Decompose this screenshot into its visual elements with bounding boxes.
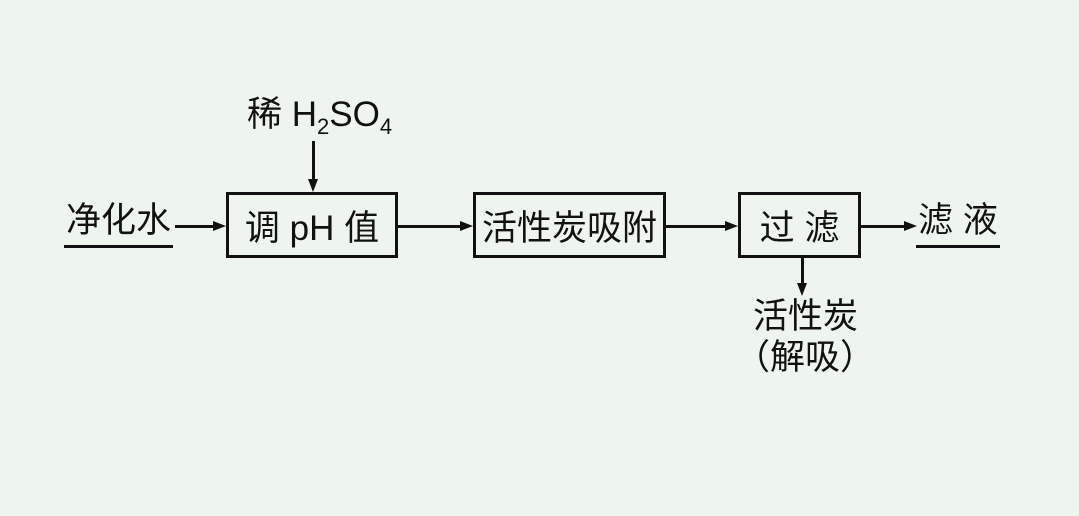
arrow-right-head-icon xyxy=(213,221,226,231)
arrow-line xyxy=(666,224,725,228)
arrow-line xyxy=(800,258,804,283)
process-box-filtration: 过 滤 xyxy=(738,192,861,258)
reagent-subscript-4: 4 xyxy=(379,114,393,139)
arrow-reagent-to-ph-box xyxy=(307,141,319,192)
arrow-adsorption-box-to-filter-box xyxy=(666,220,738,232)
byproduct-line-1: 活性炭 xyxy=(753,297,859,336)
arrow-right-head-icon xyxy=(460,221,473,231)
arrow-down-head-icon xyxy=(308,179,318,192)
arrow-line xyxy=(398,224,460,228)
arrow-right-head-icon xyxy=(725,221,738,231)
process-box-activated-carbon-adsorption: 活性炭吸附 xyxy=(473,192,666,258)
label-dilute-sulfuric-acid: 稀 H2SO4 xyxy=(247,95,392,137)
label-filtrate: 滤 液 xyxy=(916,201,1000,248)
reagent-text-mid: SO xyxy=(329,95,380,134)
process-box-adjust-ph: 调 pH 值 xyxy=(226,192,398,258)
arrow-down-head-icon xyxy=(797,283,807,296)
reagent-subscript-2: 2 xyxy=(317,114,330,139)
label-activated-carbon-desorption: 活性炭 （解吸） xyxy=(735,296,875,378)
arrow-filter-box-to-filtrate xyxy=(861,220,917,232)
arrow-ph-box-to-adsorption-box xyxy=(398,220,473,232)
arrow-line xyxy=(175,224,213,228)
arrow-right-head-icon xyxy=(904,221,917,231)
arrow-line xyxy=(311,141,315,179)
arrow-line xyxy=(861,224,904,228)
label-purified-water: 净化水 xyxy=(64,201,174,248)
byproduct-line-2: （解吸） xyxy=(735,338,876,377)
arrow-source-to-ph-box xyxy=(175,220,226,232)
arrow-filter-box-to-byproduct xyxy=(796,258,808,296)
reagent-text-prefix: 稀 H xyxy=(247,95,318,134)
